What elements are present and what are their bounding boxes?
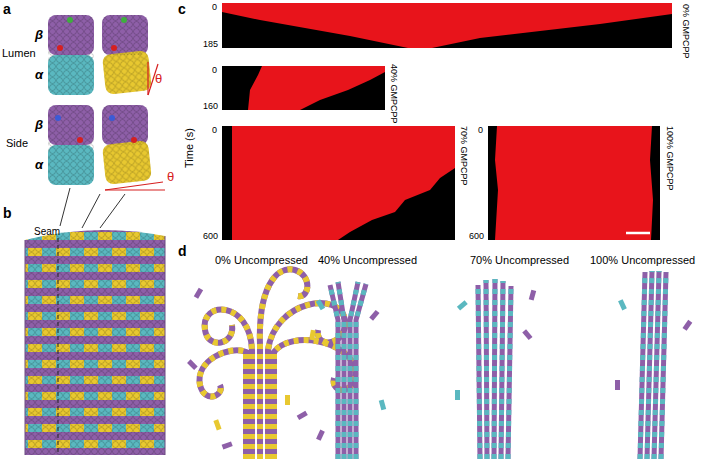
simulation-label: 0% Uncompressed	[215, 255, 308, 266]
subunit-label: β	[35, 118, 43, 131]
tick-label: 0	[212, 3, 217, 12]
tubulin-dimers	[48, 15, 165, 228]
angle-label: θ	[167, 170, 174, 183]
microtubule-lattice	[25, 230, 165, 455]
tick-label: 0	[212, 126, 217, 135]
panel-letter: b	[3, 206, 12, 220]
subunit-label: α	[35, 68, 43, 81]
panel-letter: a	[3, 2, 11, 16]
angle-label: θ	[155, 72, 162, 85]
simulation-label: 70% Uncompressed	[470, 255, 569, 266]
condition-label: 70% GMPCPP	[459, 126, 468, 186]
tick-label: 0	[478, 126, 483, 135]
panel-letter: c	[178, 2, 186, 16]
axis-title: Time (s)	[184, 128, 195, 168]
simulation-label: 40% Uncompressed	[318, 255, 417, 266]
tick-label: 160	[203, 102, 218, 111]
tick-label: 185	[203, 40, 218, 49]
tick-label: 600	[469, 232, 484, 241]
condition-label: 100% GMPCPP	[665, 126, 674, 191]
subunit-label: α	[35, 158, 43, 171]
condition-label: 40% GMPCPP	[389, 64, 398, 124]
tick-label: 600	[203, 232, 218, 241]
simulation-snapshots	[187, 269, 692, 459]
tick-label: 0	[212, 66, 217, 75]
kymographs	[222, 3, 672, 240]
subunit-label: β	[35, 28, 43, 41]
seam-label: Seam	[34, 227, 60, 237]
view-label: Lumen	[2, 48, 36, 59]
simulation-label: 100% Uncompressed	[590, 255, 695, 266]
panel-letter: d	[178, 244, 187, 258]
view-label: Side	[6, 138, 28, 149]
condition-label: 0% GMPCPP	[681, 4, 690, 59]
